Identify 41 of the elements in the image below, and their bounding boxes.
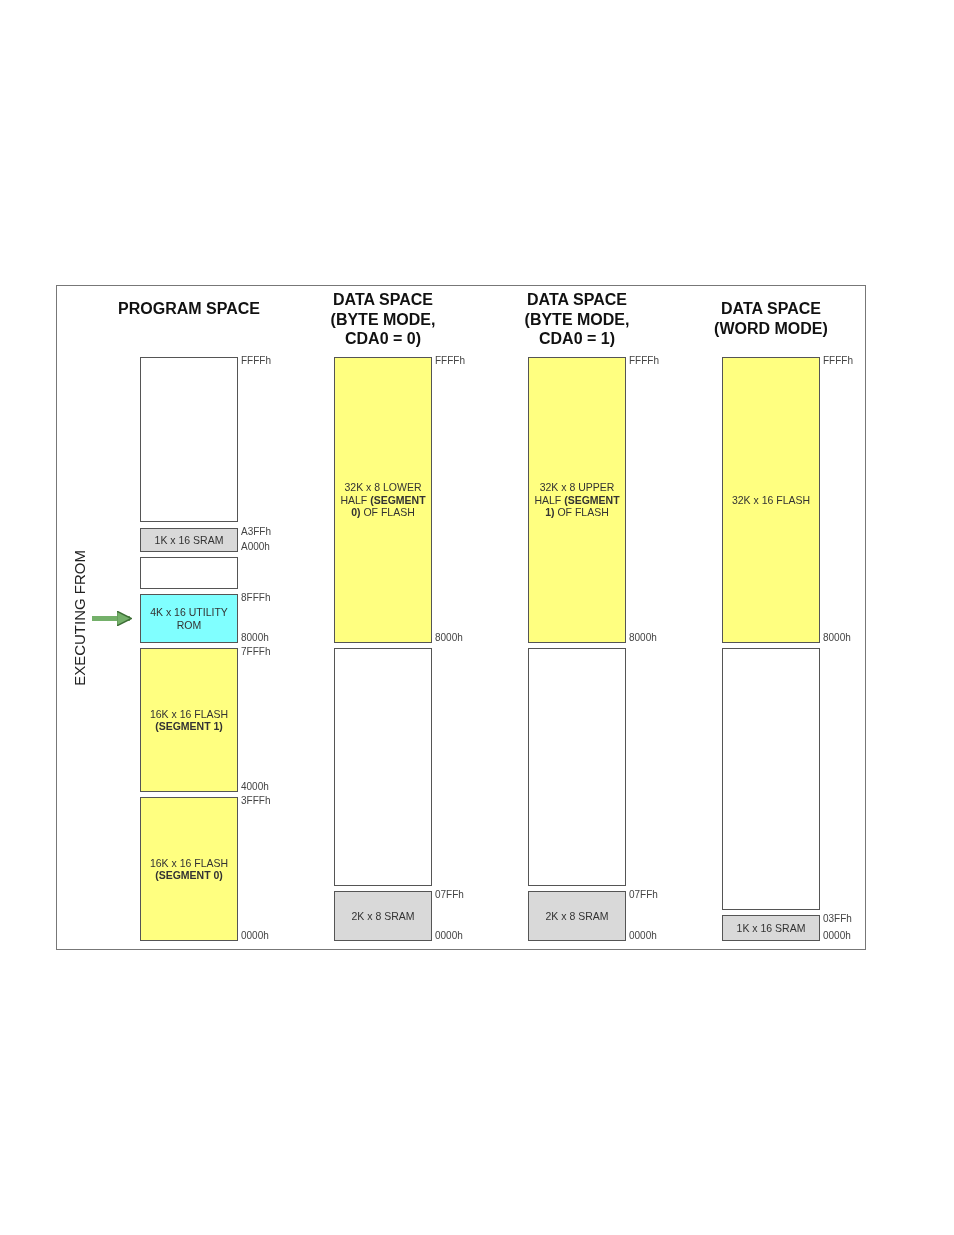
address-label: 8FFFh: [241, 592, 271, 603]
caption-text: EXECUTING FROM: [73, 550, 87, 686]
address-label: 07FFh: [629, 889, 658, 900]
block-label: 2K x 8 SRAM: [544, 909, 610, 923]
address-label: 0000h: [435, 930, 463, 941]
address-label: 8000h: [629, 632, 657, 643]
address-label: 8000h: [823, 632, 851, 643]
address-label: 7FFFh: [241, 646, 271, 657]
address-label: FFFFh: [435, 355, 465, 366]
memory-block: [140, 557, 238, 589]
column-heading: PROGRAM SPACE: [117, 299, 261, 319]
address-label: 8000h: [241, 632, 269, 643]
address-label: FFFFh: [823, 355, 853, 366]
address-label: 0000h: [823, 930, 851, 941]
address-label: 0000h: [629, 930, 657, 941]
address-label: 3FFFh: [241, 795, 271, 806]
block-label: 32K x 8 UPPER HALF (SEGMENT 1) OF FLASH: [533, 481, 621, 519]
block-label: 32K x 8 LOWER HALF (SEGMENT 0) OF FLASH: [339, 481, 427, 519]
block-label: 2K x 8 SRAM: [350, 909, 416, 923]
address-label: FFFFh: [629, 355, 659, 366]
address-label: A000h: [241, 541, 270, 552]
address-label: 8000h: [435, 632, 463, 643]
address-label: FFFFh: [241, 355, 271, 366]
block-label: 1K x 16 SRAM: [735, 921, 807, 935]
block-label: 16K x 16 FLASH (SEGMENT 1): [148, 707, 230, 733]
block-label: 4K x 16 UTILITY ROM: [149, 606, 229, 631]
memory-block: [528, 648, 626, 886]
column-heading: DATA SPACE (BYTE MODE, CDA0 = 1): [523, 290, 631, 349]
address-label: 0000h: [241, 930, 269, 941]
address-label: 03FFh: [823, 913, 852, 924]
block-label: 1K x 16 SRAM: [153, 533, 225, 547]
address-label: A3FFh: [241, 526, 271, 537]
memory-block: [722, 648, 820, 910]
block-label: 32K x 16 FLASH: [730, 493, 812, 507]
address-label: 4000h: [241, 781, 269, 792]
address-label: 07FFh: [435, 889, 464, 900]
arrow: [92, 610, 133, 627]
column-heading: DATA SPACE (BYTE MODE, CDA0 = 0): [329, 290, 437, 349]
memory-block: [334, 648, 432, 886]
column-heading: DATA SPACE (WORD MODE): [713, 299, 829, 338]
block-label: 16K x 16 FLASH (SEGMENT 0): [148, 856, 230, 882]
